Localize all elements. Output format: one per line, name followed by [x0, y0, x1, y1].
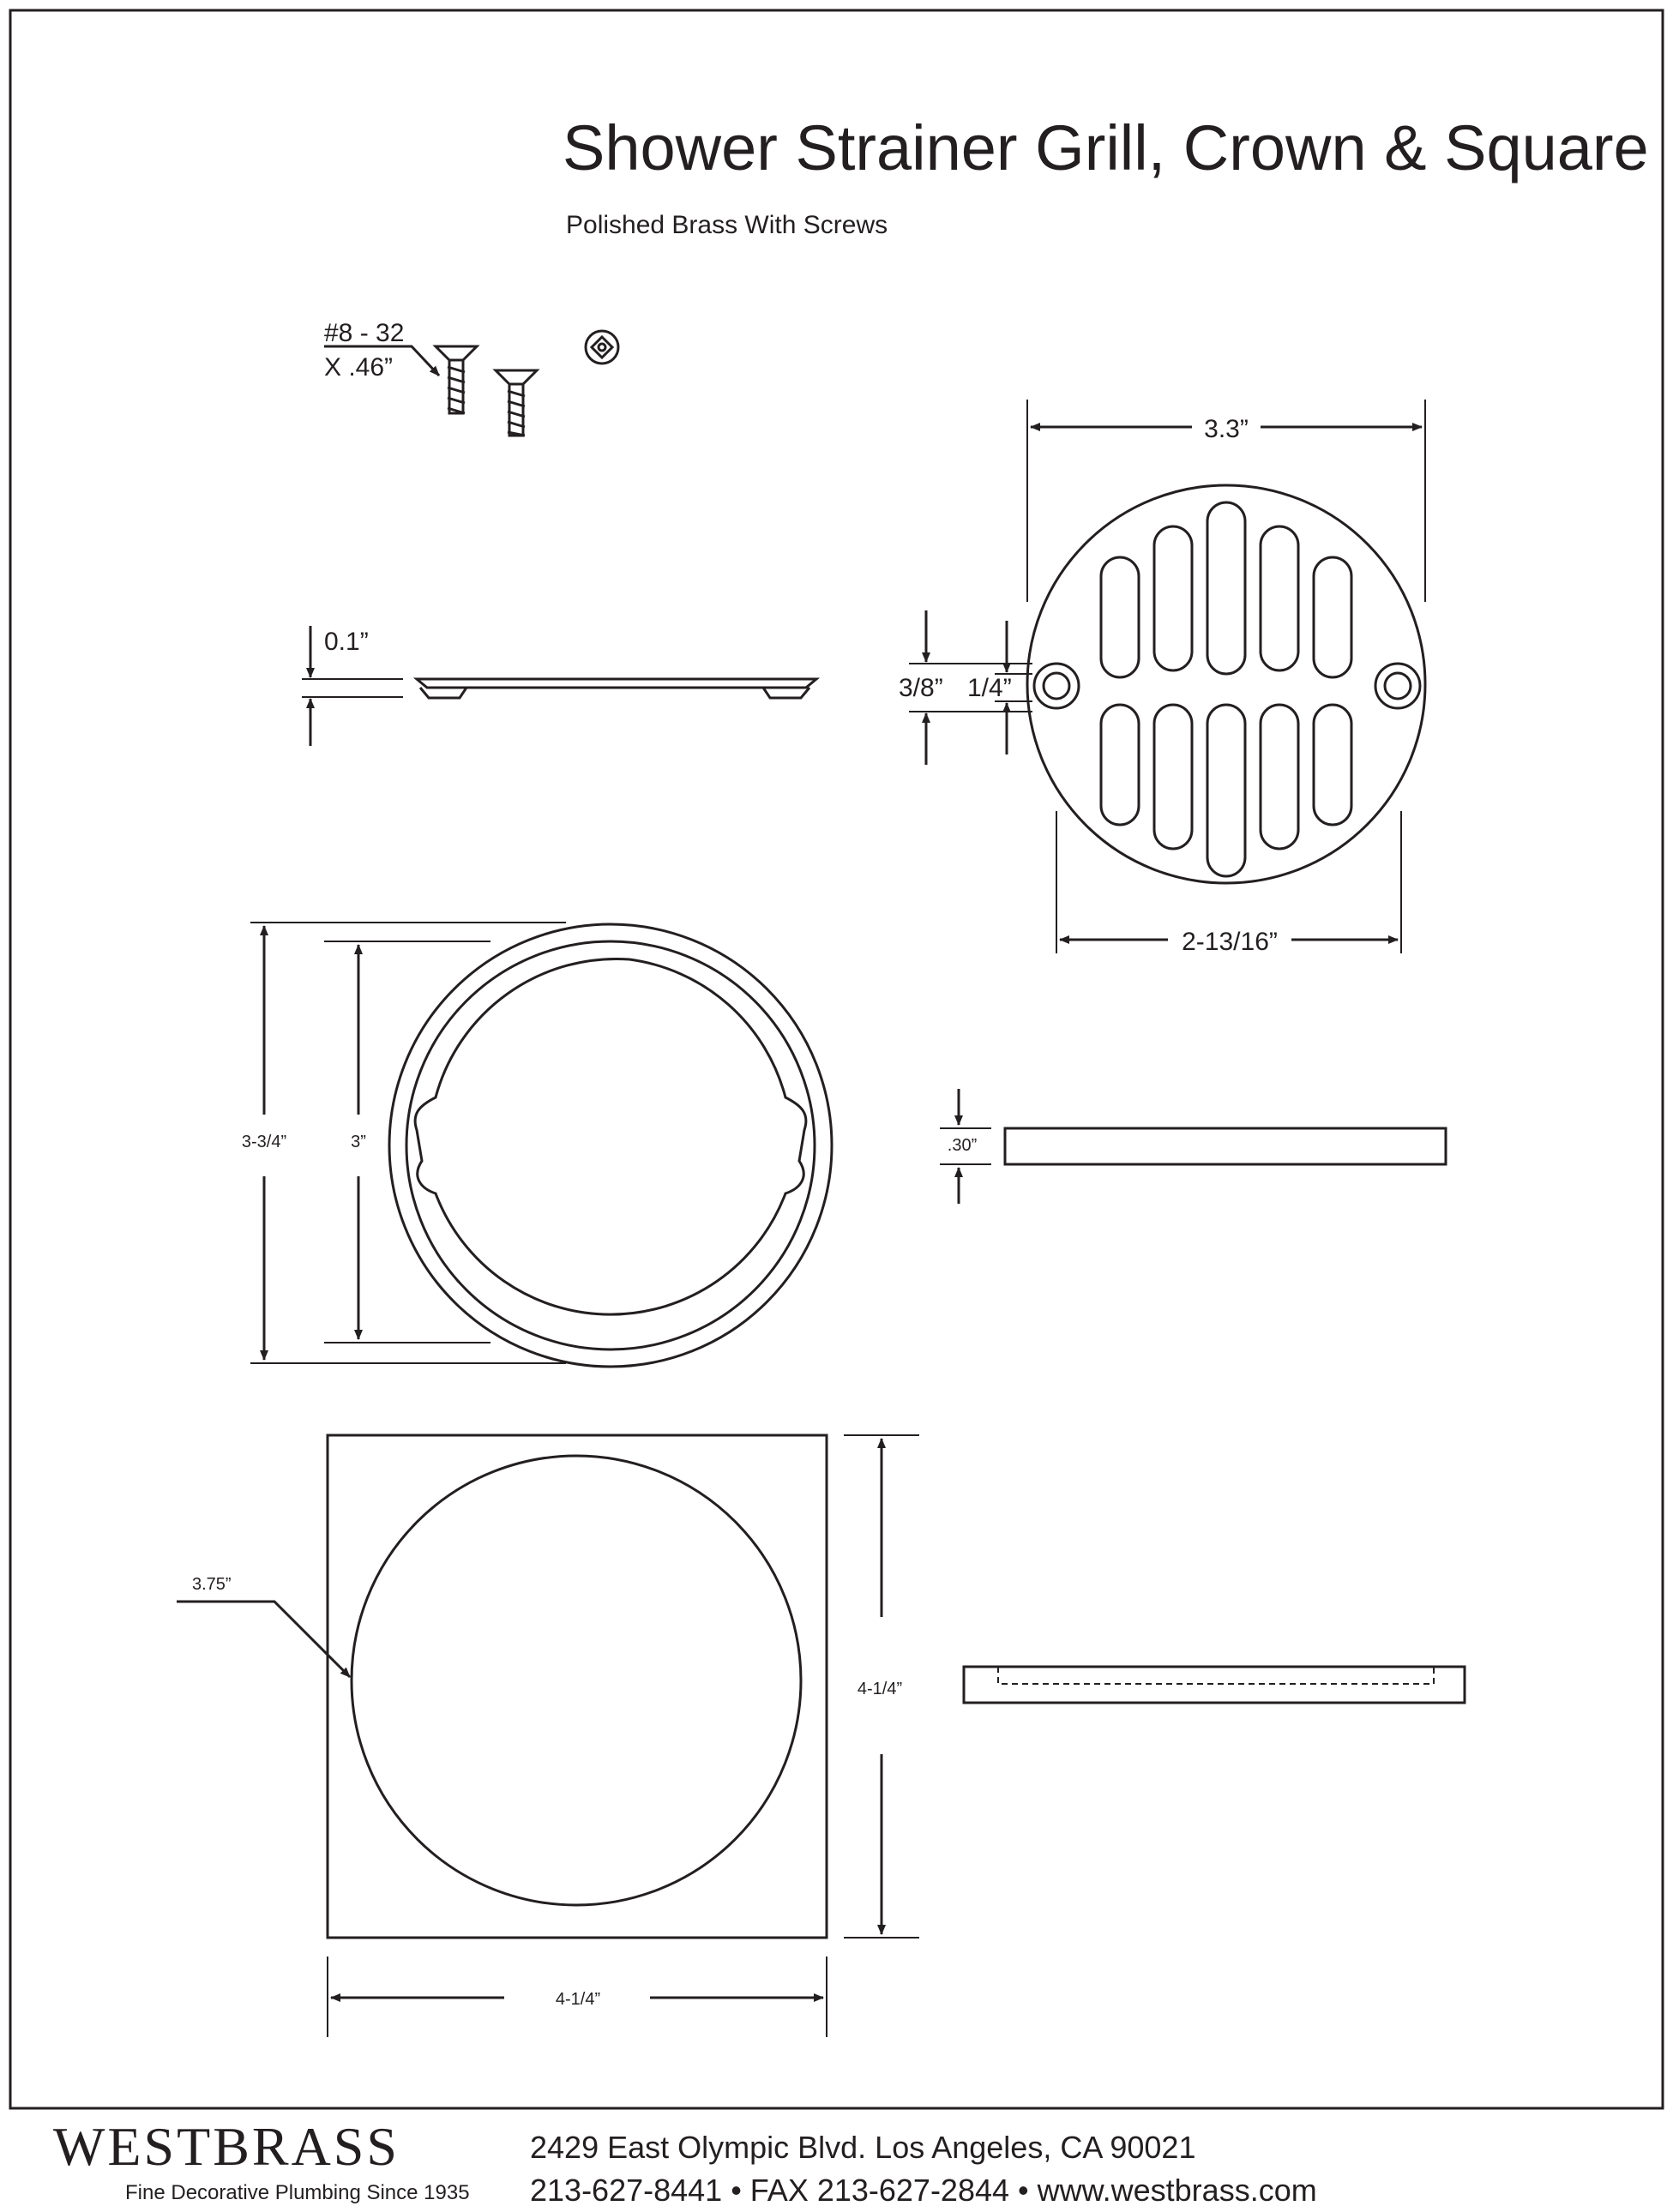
hole-spacing-label: 2-13/16” — [1182, 928, 1278, 956]
footer-brand: WESTBRASS Fine Decorative Plumbing Since… — [53, 2119, 482, 2205]
screw-length-label: X .46” — [324, 353, 393, 382]
screw-size-label: #8 - 32 — [324, 319, 404, 347]
footer-address-line: 2429 East Olympic Blvd. Los Angeles, CA … — [530, 2130, 1196, 2165]
footer-contact: 2429 East Olympic Blvd. Los Angeles, CA … — [530, 2126, 1317, 2212]
grill-top-view — [1026, 484, 1427, 885]
crown-height-label: .30” — [948, 1136, 977, 1155]
grill-diameter-label: 3.3” — [1204, 415, 1249, 443]
hole-offset-dimension — [909, 610, 1032, 765]
footer-phone-line: 213-627-8441 • FAX 213-627-2844 • www.we… — [530, 2173, 1317, 2208]
crown-outer-label: 3-3/4” — [242, 1133, 286, 1151]
grill-thickness-label: 0.1” — [324, 628, 369, 656]
crown-diameter-dimension — [250, 922, 566, 1364]
grill-diameter-dimension — [1026, 400, 1426, 602]
square-side-profile — [962, 1665, 1466, 1704]
page-title: Shower Strainer Grill, Crown & Square — [563, 112, 1649, 183]
square-top-view — [177, 1434, 828, 1939]
screws-illustration — [324, 329, 620, 437]
square-width-label: 4-1/4” — [556, 1990, 600, 2009]
square-height-dimension — [844, 1434, 919, 1939]
hole-spacing-dimension — [1056, 811, 1402, 953]
hole-offset-right-label: 1/4” — [967, 674, 1012, 702]
page-subtitle: Polished Brass With Screws — [566, 211, 888, 239]
square-height-label: 4-1/4” — [858, 1680, 902, 1698]
crown-inner-label: 3” — [351, 1133, 366, 1151]
square-circle-label: 3.75” — [192, 1575, 232, 1594]
brand-tagline: Fine Decorative Plumbing Since 1935 — [125, 2181, 470, 2204]
square-width-dimension — [327, 1957, 827, 2037]
grill-side-profile — [302, 626, 821, 746]
brand-logo: WESTBRASS — [53, 2116, 400, 2177]
drawing-border — [9, 9, 1664, 2110]
crown-ring-top-view — [388, 923, 833, 1368]
hole-offset-left-label: 3/8” — [899, 674, 943, 702]
crown-side-profile — [940, 1089, 1447, 1204]
